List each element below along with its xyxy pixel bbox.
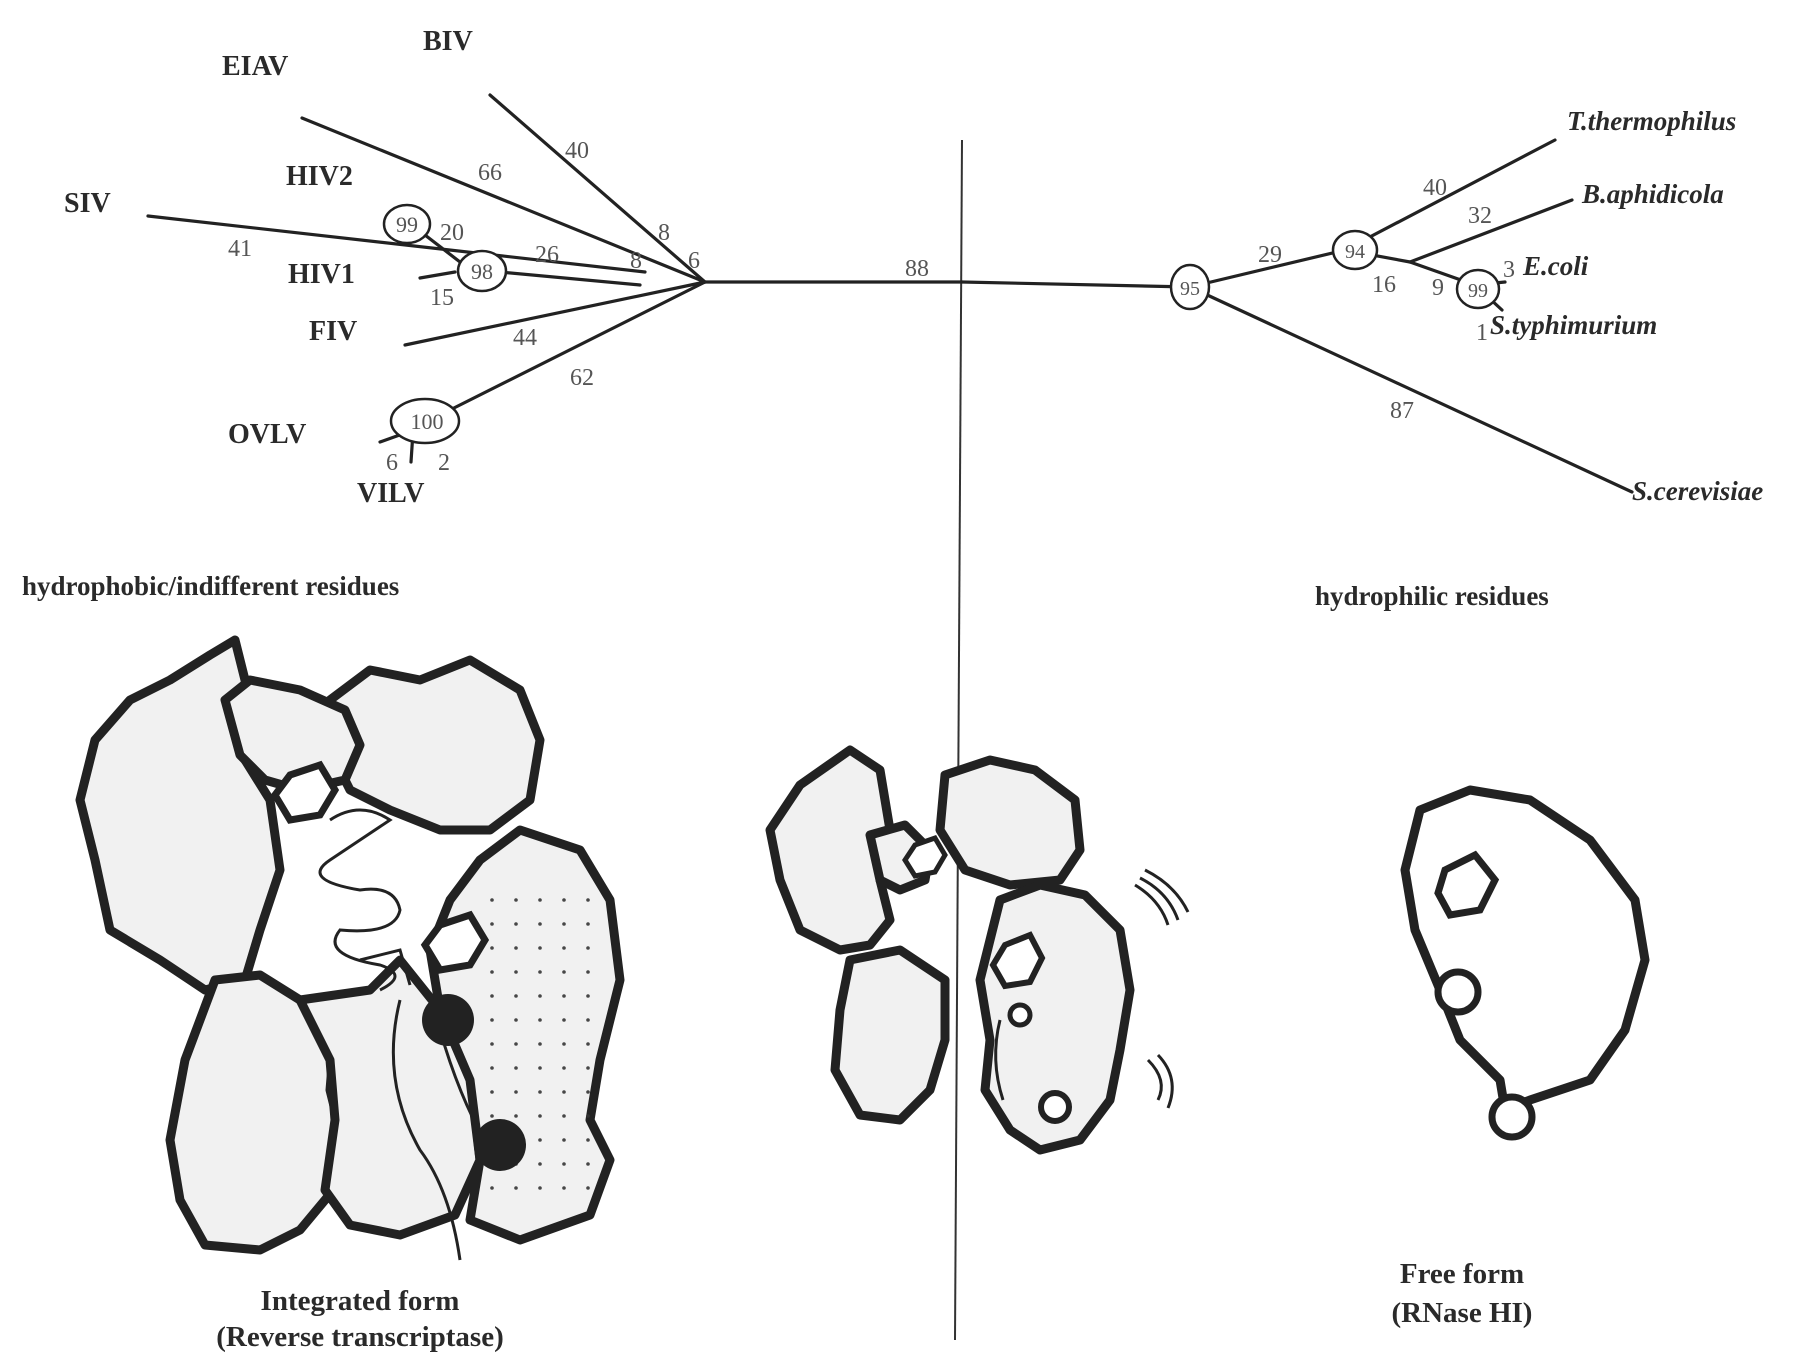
taxon-s-typhimurium: S.typhimurium	[1490, 310, 1657, 340]
motion-lines-bottom	[1148, 1055, 1172, 1108]
branch-ovlv-clade	[440, 282, 705, 415]
metal-site-dot-2	[474, 1119, 526, 1171]
taxon-e-coli: E.coli	[1522, 251, 1589, 281]
middle-form-illustration	[770, 750, 1188, 1150]
branch-length-40-right: 40	[1423, 175, 1447, 201]
label-hydrophilic-residues: hydrophilic residues	[1315, 581, 1549, 611]
divider-line	[955, 140, 962, 1340]
branch-length-8b: 8	[630, 248, 642, 274]
branch-length-6v: 6	[386, 450, 398, 476]
bootstrap-99: 99	[396, 212, 418, 237]
squiggle-connector	[320, 810, 400, 990]
branch-length-88: 88	[905, 256, 929, 282]
branch-length-66: 66	[478, 160, 502, 186]
free-domain	[1405, 790, 1645, 1110]
taxon-fiv: FIV	[309, 316, 357, 347]
branch-length-15: 15	[430, 285, 454, 311]
taxon-s-cerevisiae: S.cerevisiae	[1632, 476, 1763, 506]
caption-free-form: Free form	[1400, 1258, 1524, 1290]
free-form-illustration	[1405, 790, 1645, 1137]
taxon-hiv1: HIV1	[288, 259, 355, 290]
middle-open-circle-1	[1010, 1005, 1030, 1025]
taxon-hiv2: HIV2	[286, 161, 353, 192]
motion-lines-top	[1135, 870, 1188, 925]
branch-central-right	[962, 282, 1190, 287]
branch-length-6: 6	[688, 248, 700, 274]
branch-biv	[490, 95, 705, 282]
branch-length-3: 3	[1503, 257, 1515, 283]
free-open-circle-1	[1438, 972, 1478, 1012]
branch-length-2v: 2	[438, 450, 450, 476]
branch-hiv1	[420, 272, 455, 278]
middle-domain-top	[940, 760, 1080, 885]
bootstrap-95: 95	[1180, 278, 1200, 300]
right-tree: 95 94 99 T.thermophilus B.aphidicola E.c…	[962, 106, 1763, 506]
taxon-b-aphidicola: B.aphidicola	[1581, 179, 1724, 209]
branch-length-44: 44	[513, 325, 537, 351]
branch-length-32: 32	[1468, 203, 1492, 229]
caption-rnase-hi: (RNase HI)	[1392, 1297, 1533, 1329]
left-tree: 99 98 100 BIV EIAV HIV2 SIV HIV1 FIV OVL…	[64, 26, 962, 509]
branch-tth	[1345, 140, 1555, 250]
caption-integrated-form: Integrated form	[261, 1285, 460, 1317]
branch-length-1: 1	[1476, 320, 1488, 346]
bootstrap-98: 98	[471, 259, 493, 284]
metal-site-dot-1	[422, 994, 474, 1046]
branch-length-87: 87	[1390, 398, 1414, 424]
taxon-vilv: VILV	[357, 478, 424, 509]
bootstrap-100: 100	[411, 409, 444, 434]
taxon-t-thermophilus: T.thermophilus	[1567, 106, 1736, 136]
caption-reverse-transcriptase: (Reverse transcriptase)	[216, 1321, 503, 1353]
taxon-siv: SIV	[64, 188, 111, 219]
branch-length-40: 40	[565, 138, 589, 164]
middle-domain-bottom-left	[835, 950, 945, 1120]
free-open-circle-2	[1492, 1097, 1532, 1137]
branch-length-16: 16	[1372, 272, 1396, 298]
branch-length-9: 9	[1432, 275, 1444, 301]
hexagon-marker-2	[425, 915, 485, 970]
label-hydrophobic-residues: hydrophobic/indifferent residues	[22, 571, 399, 601]
taxon-biv: BIV	[423, 26, 473, 57]
bootstrap-94: 94	[1345, 241, 1365, 263]
branch-length-26: 26	[535, 242, 559, 268]
branch-length-62: 62	[570, 365, 594, 391]
integrated-form-illustration	[80, 640, 620, 1260]
taxon-ovlv: OVLV	[228, 419, 306, 450]
branch-length-41: 41	[228, 236, 252, 262]
branch-length-20: 20	[440, 220, 464, 246]
bootstrap-99-right: 99	[1468, 280, 1488, 302]
taxon-eiav: EIAV	[222, 51, 288, 82]
branch-length-29: 29	[1258, 242, 1282, 268]
branch-length-8a: 8	[658, 220, 670, 246]
middle-open-circle-2	[1041, 1093, 1069, 1121]
